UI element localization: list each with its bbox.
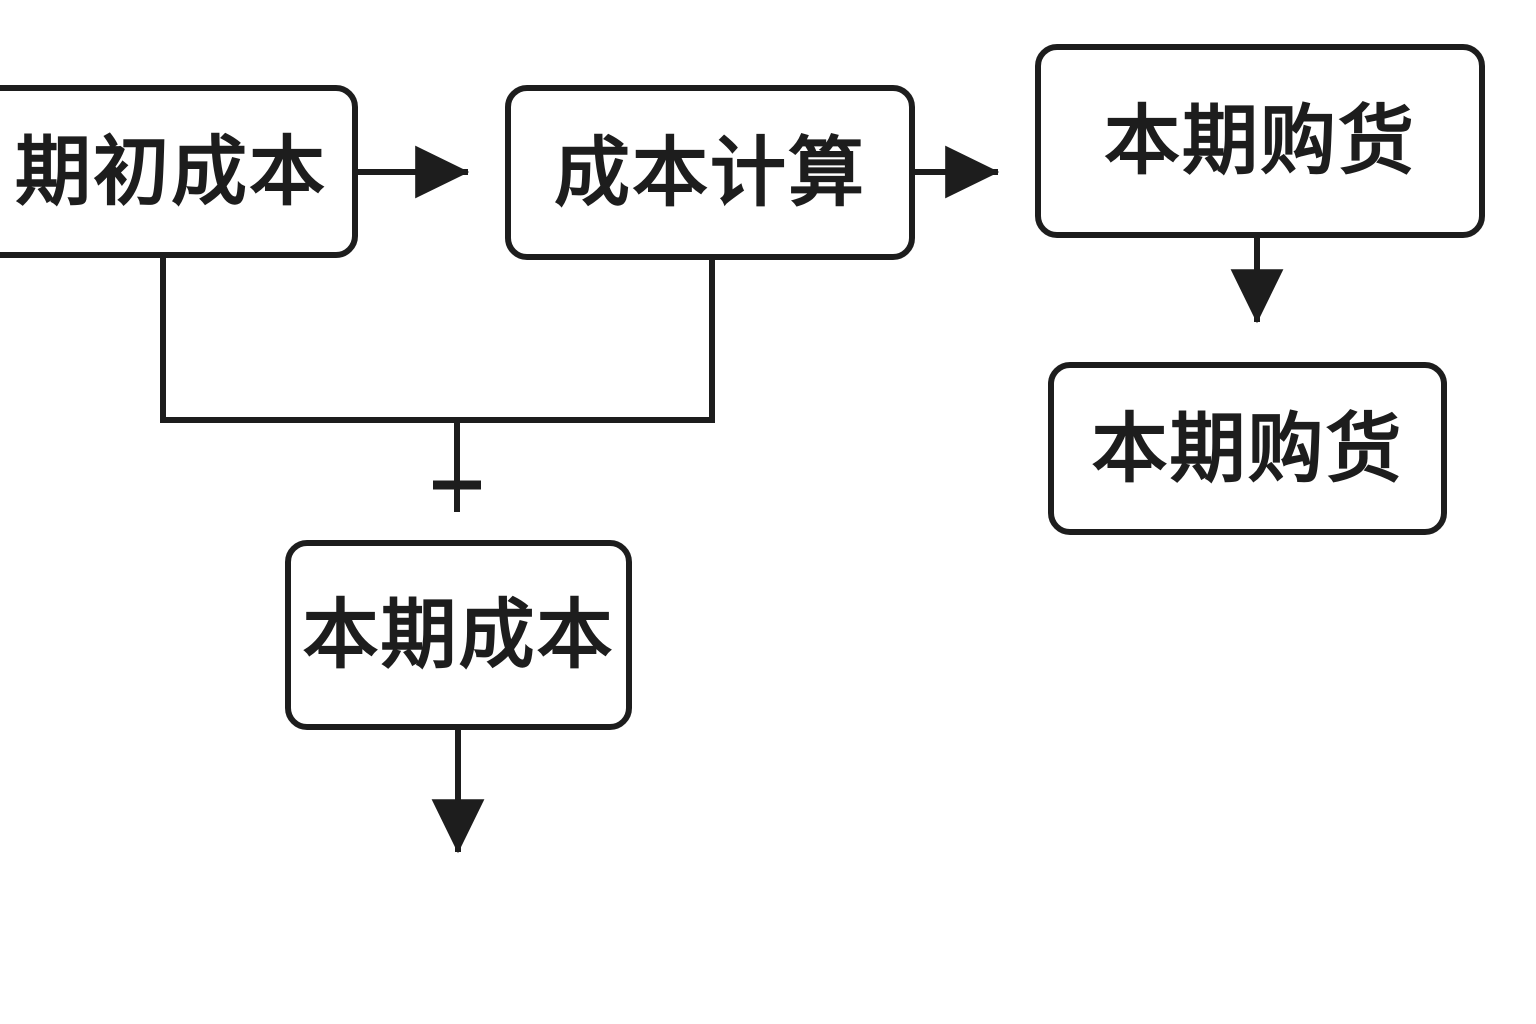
node-current-cost-label: 本期成本	[302, 590, 615, 679]
node-current-purchase-top-label: 本期购货	[1104, 96, 1416, 185]
node-cost-calculation[interactable]: 成本计算	[505, 85, 915, 260]
node-current-cost[interactable]: 本期成本	[285, 540, 632, 730]
node-current-purchase-top[interactable]: 本期购货	[1035, 44, 1485, 238]
node-opening-cost-label: 期初成本	[15, 126, 327, 216]
edge-merge-to-plus	[160, 255, 715, 512]
node-opening-cost[interactable]: 期初成本	[0, 85, 358, 258]
node-cost-calculation-label: 成本计算	[554, 127, 866, 217]
node-current-purchase-bottom[interactable]: 本期购货	[1048, 362, 1447, 535]
node-current-purchase-bottom-label: 本期购货	[1091, 403, 1404, 493]
